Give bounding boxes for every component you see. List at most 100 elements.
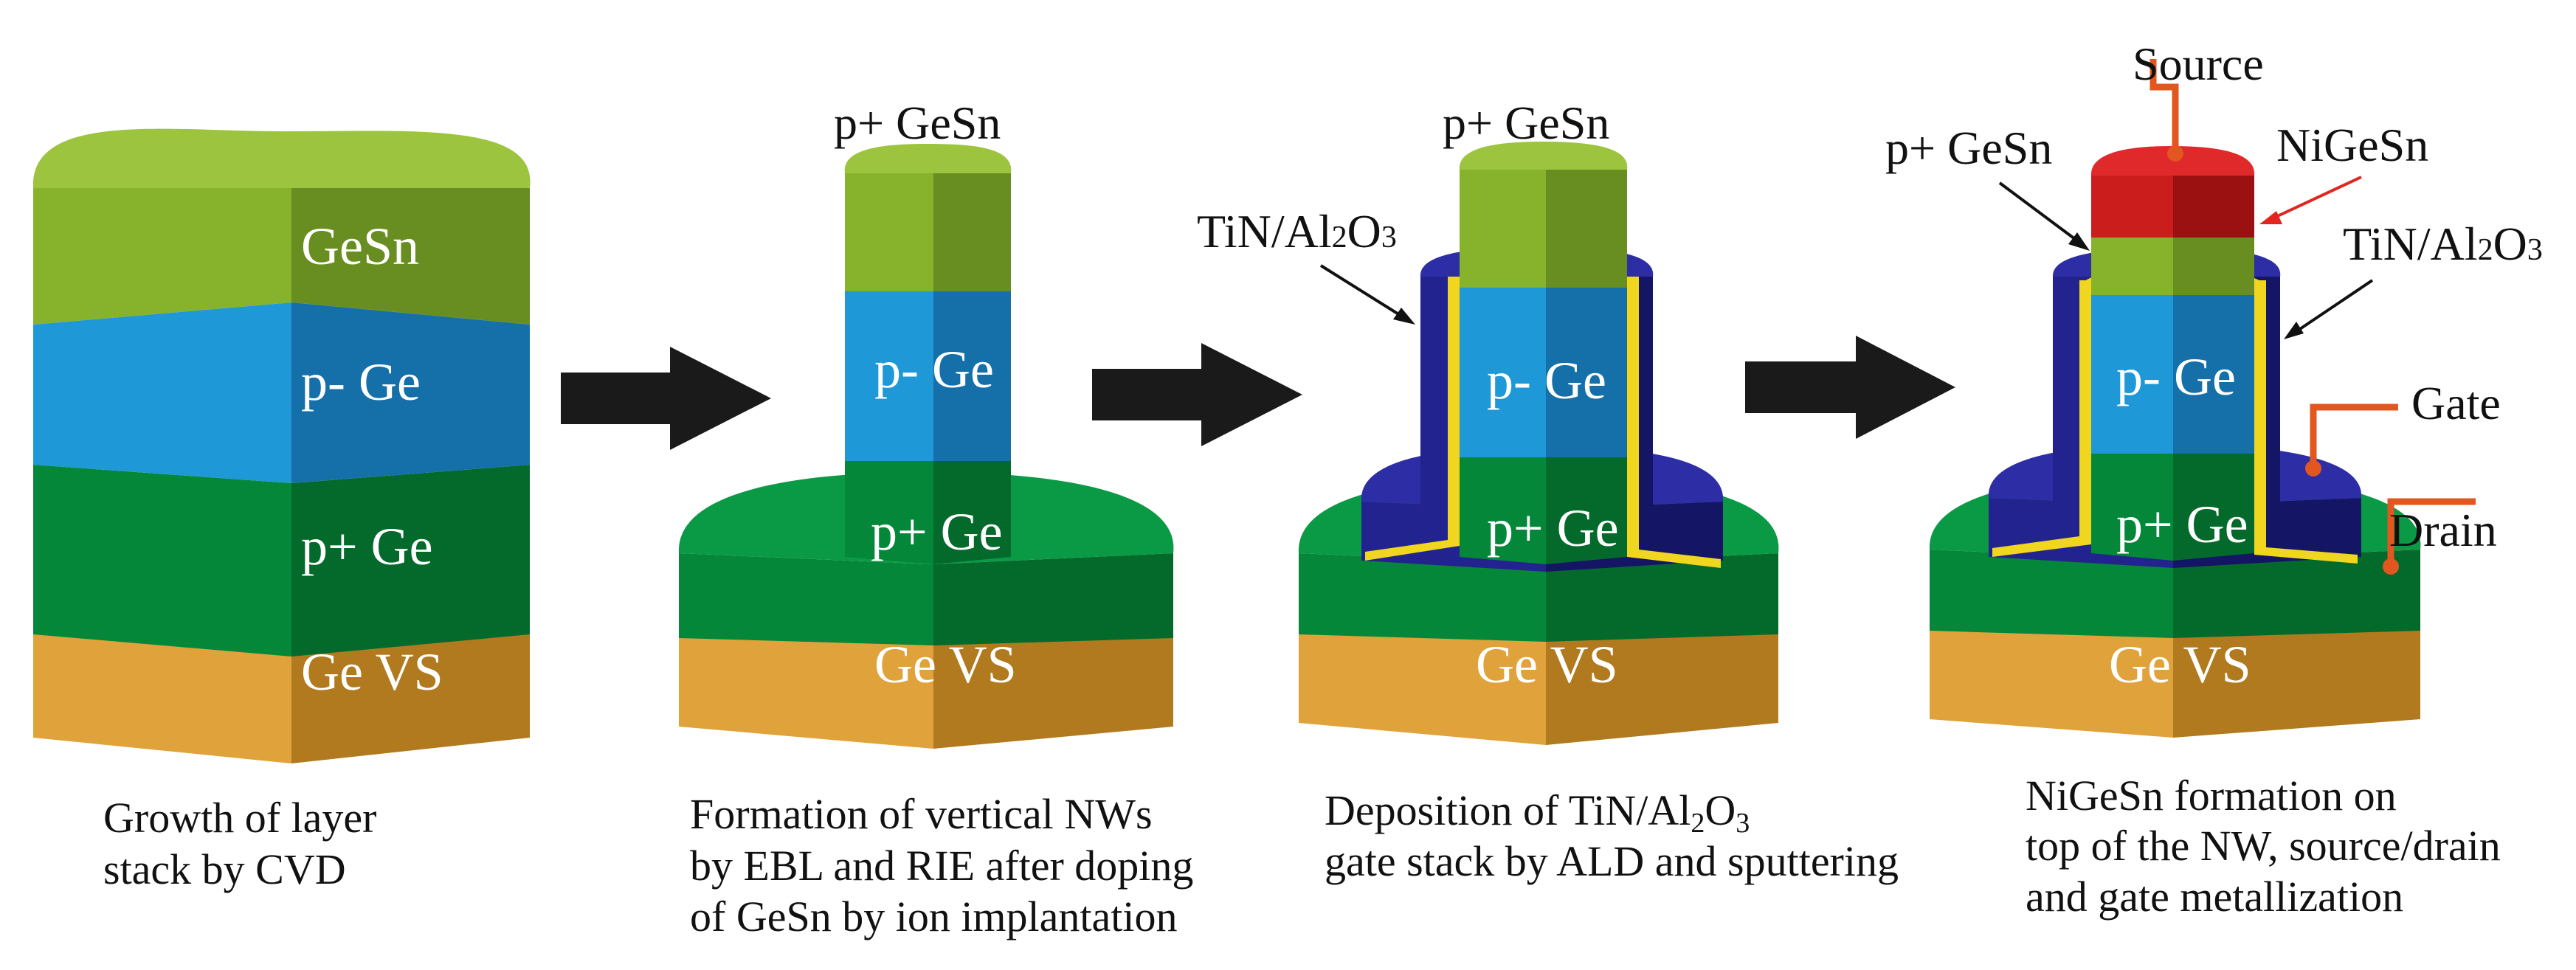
- step2-wire-ppge-front: [845, 461, 933, 564]
- gate-contact-line: [2310, 403, 2398, 466]
- step4-caption-line2: top of the NW, source/drain: [2026, 822, 2501, 870]
- step2-label-gevs: Ge VS: [874, 635, 1017, 694]
- step3-wire-ppge-side: [1546, 457, 1627, 564]
- step1-caption-line2: stack by CVD: [103, 845, 346, 893]
- drain-contact-dot: [2383, 558, 2399, 575]
- step4-wire-gesn-side: [2173, 238, 2254, 295]
- step4-base-ppge-side: [2173, 550, 2420, 638]
- step2-label-pge: p- Ge: [874, 340, 994, 399]
- step3-tin-pointer: [1319, 264, 1407, 320]
- step2-wire-pge-front: [845, 291, 933, 461]
- step3-tin-pointer-head: [1393, 308, 1415, 325]
- step2-nanowire: p- Ge p+ Ge Ge VS: [678, 144, 1174, 749]
- source-contact-line: [2149, 59, 2179, 151]
- step3-label-ppge: p+ Ge: [1487, 499, 1619, 558]
- step2-base-ppge-side: [933, 553, 1173, 645]
- step4-al2o3-liner-left: [1992, 280, 2091, 557]
- step4-label-nigesn: NiGeSn: [2276, 119, 2428, 171]
- step3-wire-ppge-front: [1460, 457, 1546, 564]
- step3-base-ppge-front: [1299, 553, 1546, 642]
- step4-label-source: Source: [2133, 38, 2264, 90]
- step2-label-top: p+ GeSn: [834, 97, 1001, 149]
- step3-gevs-side: [1546, 627, 1778, 745]
- step1-layer-stack: GeSn p- Ge p+ Ge Ge VS: [32, 128, 531, 763]
- step3-wire-pge-side: [1546, 284, 1627, 457]
- step3-wire-gesn-front: [1460, 170, 1546, 288]
- step1-caption-line1: Growth of layer: [103, 794, 376, 842]
- step1-label-ppge: p+ Ge: [301, 517, 433, 576]
- step4-metallized-device: p- Ge p+ Ge Ge VS: [1929, 146, 2421, 738]
- step1-gevs-front: [33, 634, 291, 763]
- step4-base-ppge-front: [1930, 550, 2173, 638]
- step3-wire-gesn-top: [1459, 142, 1628, 170]
- step2-label-ppge: p+ Ge: [871, 502, 1003, 561]
- step4-tin-pointer: [2292, 279, 2374, 335]
- step3-label-tin: TiN/Al2O3: [1197, 205, 1397, 257]
- step2-caption-line2: by EBL and RIE after doping: [690, 842, 1193, 890]
- step1-ppge-side: [291, 465, 530, 657]
- step4-gevs-side: [2173, 627, 2420, 738]
- step3-al2o3-liner-right: [1627, 277, 1721, 568]
- process-arrow-1: [561, 347, 771, 450]
- step1-pge-side: [291, 302, 530, 483]
- step4-nigesn-front: [2091, 176, 2173, 238]
- step2-base-ppge-front: [679, 553, 933, 645]
- step4-label-pgesn: p+ GeSn: [1885, 122, 2052, 174]
- step4-label-gevs: Ge VS: [2109, 635, 2251, 694]
- step1-gevs-side: [291, 634, 530, 763]
- step4-pgesn-pointer-head: [2068, 232, 2090, 251]
- step2-wire-gesn-side: [933, 173, 1011, 291]
- step4-pgesn-pointer: [1998, 181, 2082, 245]
- step4-wire-ppge-side: [2173, 454, 2254, 561]
- process-arrow-3: [1745, 336, 1955, 439]
- step2-wire-ppge-side: [933, 461, 1011, 564]
- step4-wire-ppge-front: [2091, 454, 2173, 561]
- drain-contact-line: [2387, 498, 2476, 564]
- step1-label-gevs: Ge VS: [301, 642, 443, 701]
- step4-tin-pointer-head: [2284, 322, 2304, 339]
- step2-caption-line1: Formation of vertical NWs: [690, 790, 1153, 838]
- gate-contact-dot: [2305, 460, 2321, 477]
- step4-nigesn-side: [2173, 176, 2254, 238]
- step1-label-gesn: GeSn: [301, 217, 419, 276]
- step1-ppge-front: [33, 465, 291, 657]
- step3-al2o3-liner-left: [1365, 277, 1460, 561]
- step2-gevs-side: [933, 634, 1173, 749]
- step4-caption-line3: and gate metallization: [2026, 873, 2403, 921]
- step4-label-drain: Drain: [2389, 504, 2497, 556]
- step3-label-gevs: Ge VS: [1476, 635, 1618, 694]
- step3-gate-stack: p- Ge p+ Ge Ge VS: [1298, 142, 1779, 745]
- step2-caption-line3: of GeSn by ion implantation: [690, 893, 1178, 940]
- step4-gevs-front: [1930, 627, 2173, 738]
- step3-gevs-front: [1299, 627, 1546, 745]
- step2-wire-gesn-front: [845, 173, 933, 291]
- step4-label-ppge: p+ Ge: [2116, 495, 2248, 554]
- step3-caption-line1: Deposition of TiN/Al2O3: [1325, 786, 1750, 839]
- step1-gesn-top: [32, 128, 531, 188]
- step3-caption-line2: gate stack by ALD and sputtering: [1325, 837, 1899, 885]
- process-arrow-2: [1092, 343, 1302, 446]
- step3-wire-gesn-side: [1546, 170, 1627, 288]
- step1-gesn-front: [33, 188, 291, 325]
- step4-label-pge: p- Ge: [2116, 347, 2236, 406]
- step3-label-top: p+ GeSn: [1443, 97, 1609, 149]
- step3-label-pge: p- Ge: [1487, 351, 1606, 410]
- step4-label-gate: Gate: [2411, 377, 2501, 429]
- step2-wire-gesn-top: [844, 144, 1012, 173]
- step4-wire-gesn-front: [2091, 238, 2173, 295]
- step1-label-pge: p- Ge: [301, 353, 421, 412]
- step3-wire-pge-front: [1460, 284, 1546, 457]
- step4-nigesn-pointer-head: [2259, 211, 2282, 224]
- step4-wire-pge-side: [2173, 291, 2254, 454]
- step2-wire-pge-side: [933, 291, 1011, 461]
- step4-nigesn-pointer: [2272, 176, 2362, 220]
- step4-caption-line1: NiGeSn formation on: [2026, 772, 2397, 820]
- step1-pge-front: [33, 302, 291, 483]
- source-contact-dot: [2167, 145, 2183, 162]
- step4-al2o3-liner-right: [2254, 280, 2358, 564]
- step4-label-tin: TiN/Al2O3: [2343, 218, 2543, 270]
- step2-gevs-front: [679, 634, 933, 749]
- step3-base-ppge-side: [1546, 553, 1778, 642]
- step4-wire-pge-front: [2091, 291, 2173, 454]
